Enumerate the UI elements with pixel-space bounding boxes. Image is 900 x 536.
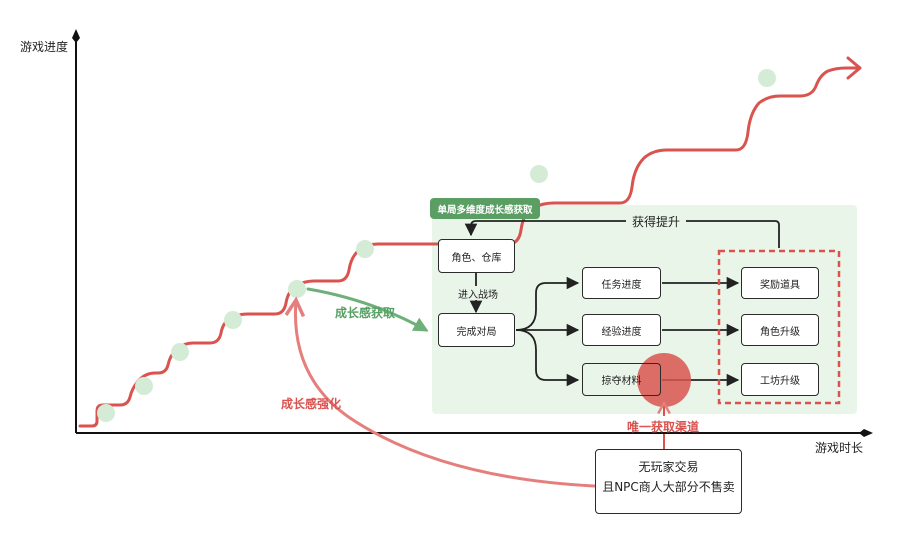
- feedback-label: 获得提升: [632, 215, 681, 229]
- milestone-dot: [97, 404, 115, 422]
- loot-highlight: [637, 353, 691, 407]
- note-line-2: 且NPC商人大部分不售卖: [602, 480, 735, 494]
- node-role-storage: 角色、仓库: [438, 239, 515, 273]
- milestone-dot: [171, 343, 189, 361]
- feedback-label-bg: [626, 213, 686, 230]
- milestone-dot: [288, 280, 306, 298]
- node-loot-materials-label: 掠夺材料: [601, 376, 642, 387]
- node-role-upgrade: 角色升级: [741, 314, 819, 346]
- milestone-dot: [758, 69, 776, 87]
- milestone-dot: [530, 165, 548, 183]
- milestone-dot: [224, 311, 242, 329]
- node-loot-materials: 掠夺材料: [582, 363, 661, 396]
- milestone-dots: [97, 69, 776, 422]
- growth-gain-label: 成长感获取: [335, 306, 396, 320]
- y-axis-label: 游戏进度: [20, 40, 69, 54]
- feedback-loop-line: [464, 220, 780, 248]
- rewards-dashed-frame: [717, 249, 841, 405]
- note-line-1: 无玩家交易: [638, 460, 699, 474]
- branch-task: [515, 276, 580, 331]
- milestone-dot: [135, 377, 153, 395]
- panel-badge: 单局多维度成长感获取: [430, 198, 540, 219]
- x-axis-arrow: [859, 429, 873, 437]
- growth-gain-arrow: [306, 287, 429, 332]
- node-workshop-upgrade: 工坊升级: [741, 363, 819, 396]
- progress-curve-arrowhead: [846, 56, 862, 80]
- node-complete-match: 完成对局: [438, 313, 515, 347]
- note-box: 无玩家交易 且NPC商人大部分不售卖: [595, 449, 742, 514]
- milestone-dot: [356, 240, 374, 258]
- only-channel-label: 唯一获取渠道: [627, 420, 700, 434]
- enter-battle-label-bg: [454, 286, 498, 300]
- growth-panel: [432, 205, 857, 414]
- y-axis-arrow: [72, 29, 80, 43]
- node-reward-items: 奖励道具: [741, 267, 819, 299]
- growth-enhance-arrow: [295, 300, 596, 488]
- node-task-progress: 任务进度: [582, 267, 661, 299]
- branch-loot: [515, 329, 580, 387]
- progress-step-curve: [78, 66, 860, 428]
- node-exp-progress: 经验进度: [582, 314, 661, 346]
- enter-battle-label: 进入战场: [458, 290, 498, 301]
- x-axis-label: 游戏时长: [815, 441, 864, 455]
- growth-enhance-label: 成长感强化: [281, 397, 342, 411]
